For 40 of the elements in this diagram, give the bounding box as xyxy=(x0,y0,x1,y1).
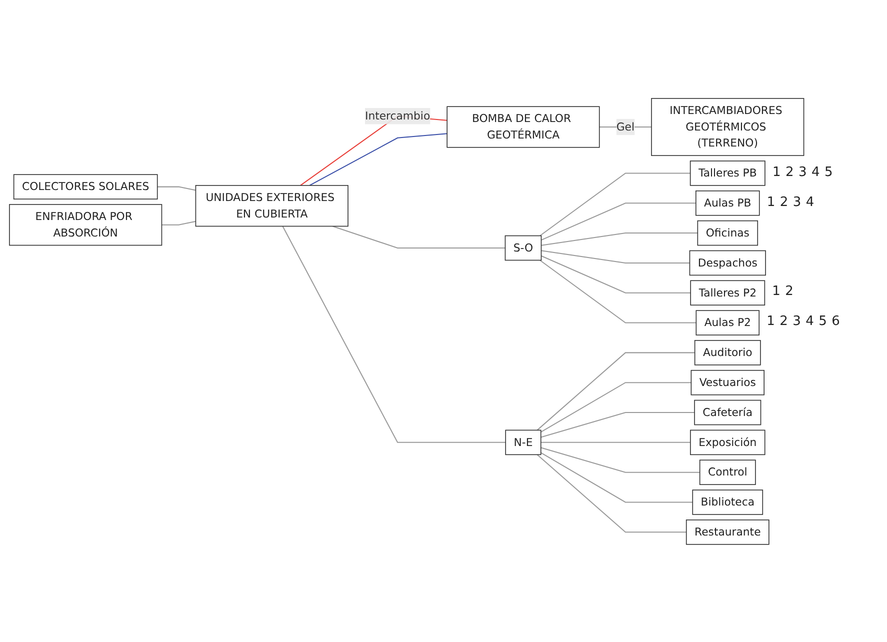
connector xyxy=(540,441,690,442)
node-box: Control xyxy=(698,459,756,485)
node-box: Despachos xyxy=(688,250,766,276)
node-box: BOMBA DE CALOR GEOTÉRMICA xyxy=(446,106,600,148)
connector xyxy=(308,132,447,186)
node-box: UNIDADES EXTERIORES EN CUBIERTA xyxy=(194,184,348,226)
node-box: Biblioteca xyxy=(692,489,763,514)
connector xyxy=(540,232,698,246)
connector xyxy=(540,452,692,502)
connector xyxy=(282,226,506,442)
node-box: N-E xyxy=(504,429,541,455)
connector xyxy=(161,220,196,225)
node-box: Exposición xyxy=(690,429,765,455)
connector xyxy=(540,250,690,264)
node-box: Auditorio xyxy=(694,340,760,365)
node-box: S-O xyxy=(504,234,542,260)
connector xyxy=(539,259,696,323)
node-box: Talleres PB xyxy=(689,160,765,186)
edge-label: Intercambio xyxy=(364,108,430,122)
connector xyxy=(536,454,686,532)
connector xyxy=(540,412,694,438)
node-box: Cafetería xyxy=(694,399,761,425)
connector xyxy=(332,225,505,248)
connector xyxy=(539,172,690,236)
connector xyxy=(540,446,700,472)
node-box: Talleres P2 xyxy=(690,280,765,306)
connector xyxy=(540,255,690,293)
node-box: ENFRIADORA POR ABSORCIÓN xyxy=(8,204,162,246)
node-box: Restaurante xyxy=(685,519,769,544)
connector xyxy=(540,382,691,432)
node-box: Vestuarios xyxy=(690,370,764,395)
node-box: Oficinas xyxy=(696,220,758,246)
node-box: Aulas P2 xyxy=(695,310,760,335)
connector xyxy=(540,202,696,240)
connector xyxy=(156,186,196,190)
connector xyxy=(536,352,694,430)
node-box: Aulas PB xyxy=(694,190,760,216)
edge-label: Gel xyxy=(616,120,634,133)
node-box: COLECTORES SOLARES xyxy=(12,174,158,200)
node-box: INTERCAMBIADORES GEOTÉRMICOS (TERRENO) xyxy=(650,98,804,156)
